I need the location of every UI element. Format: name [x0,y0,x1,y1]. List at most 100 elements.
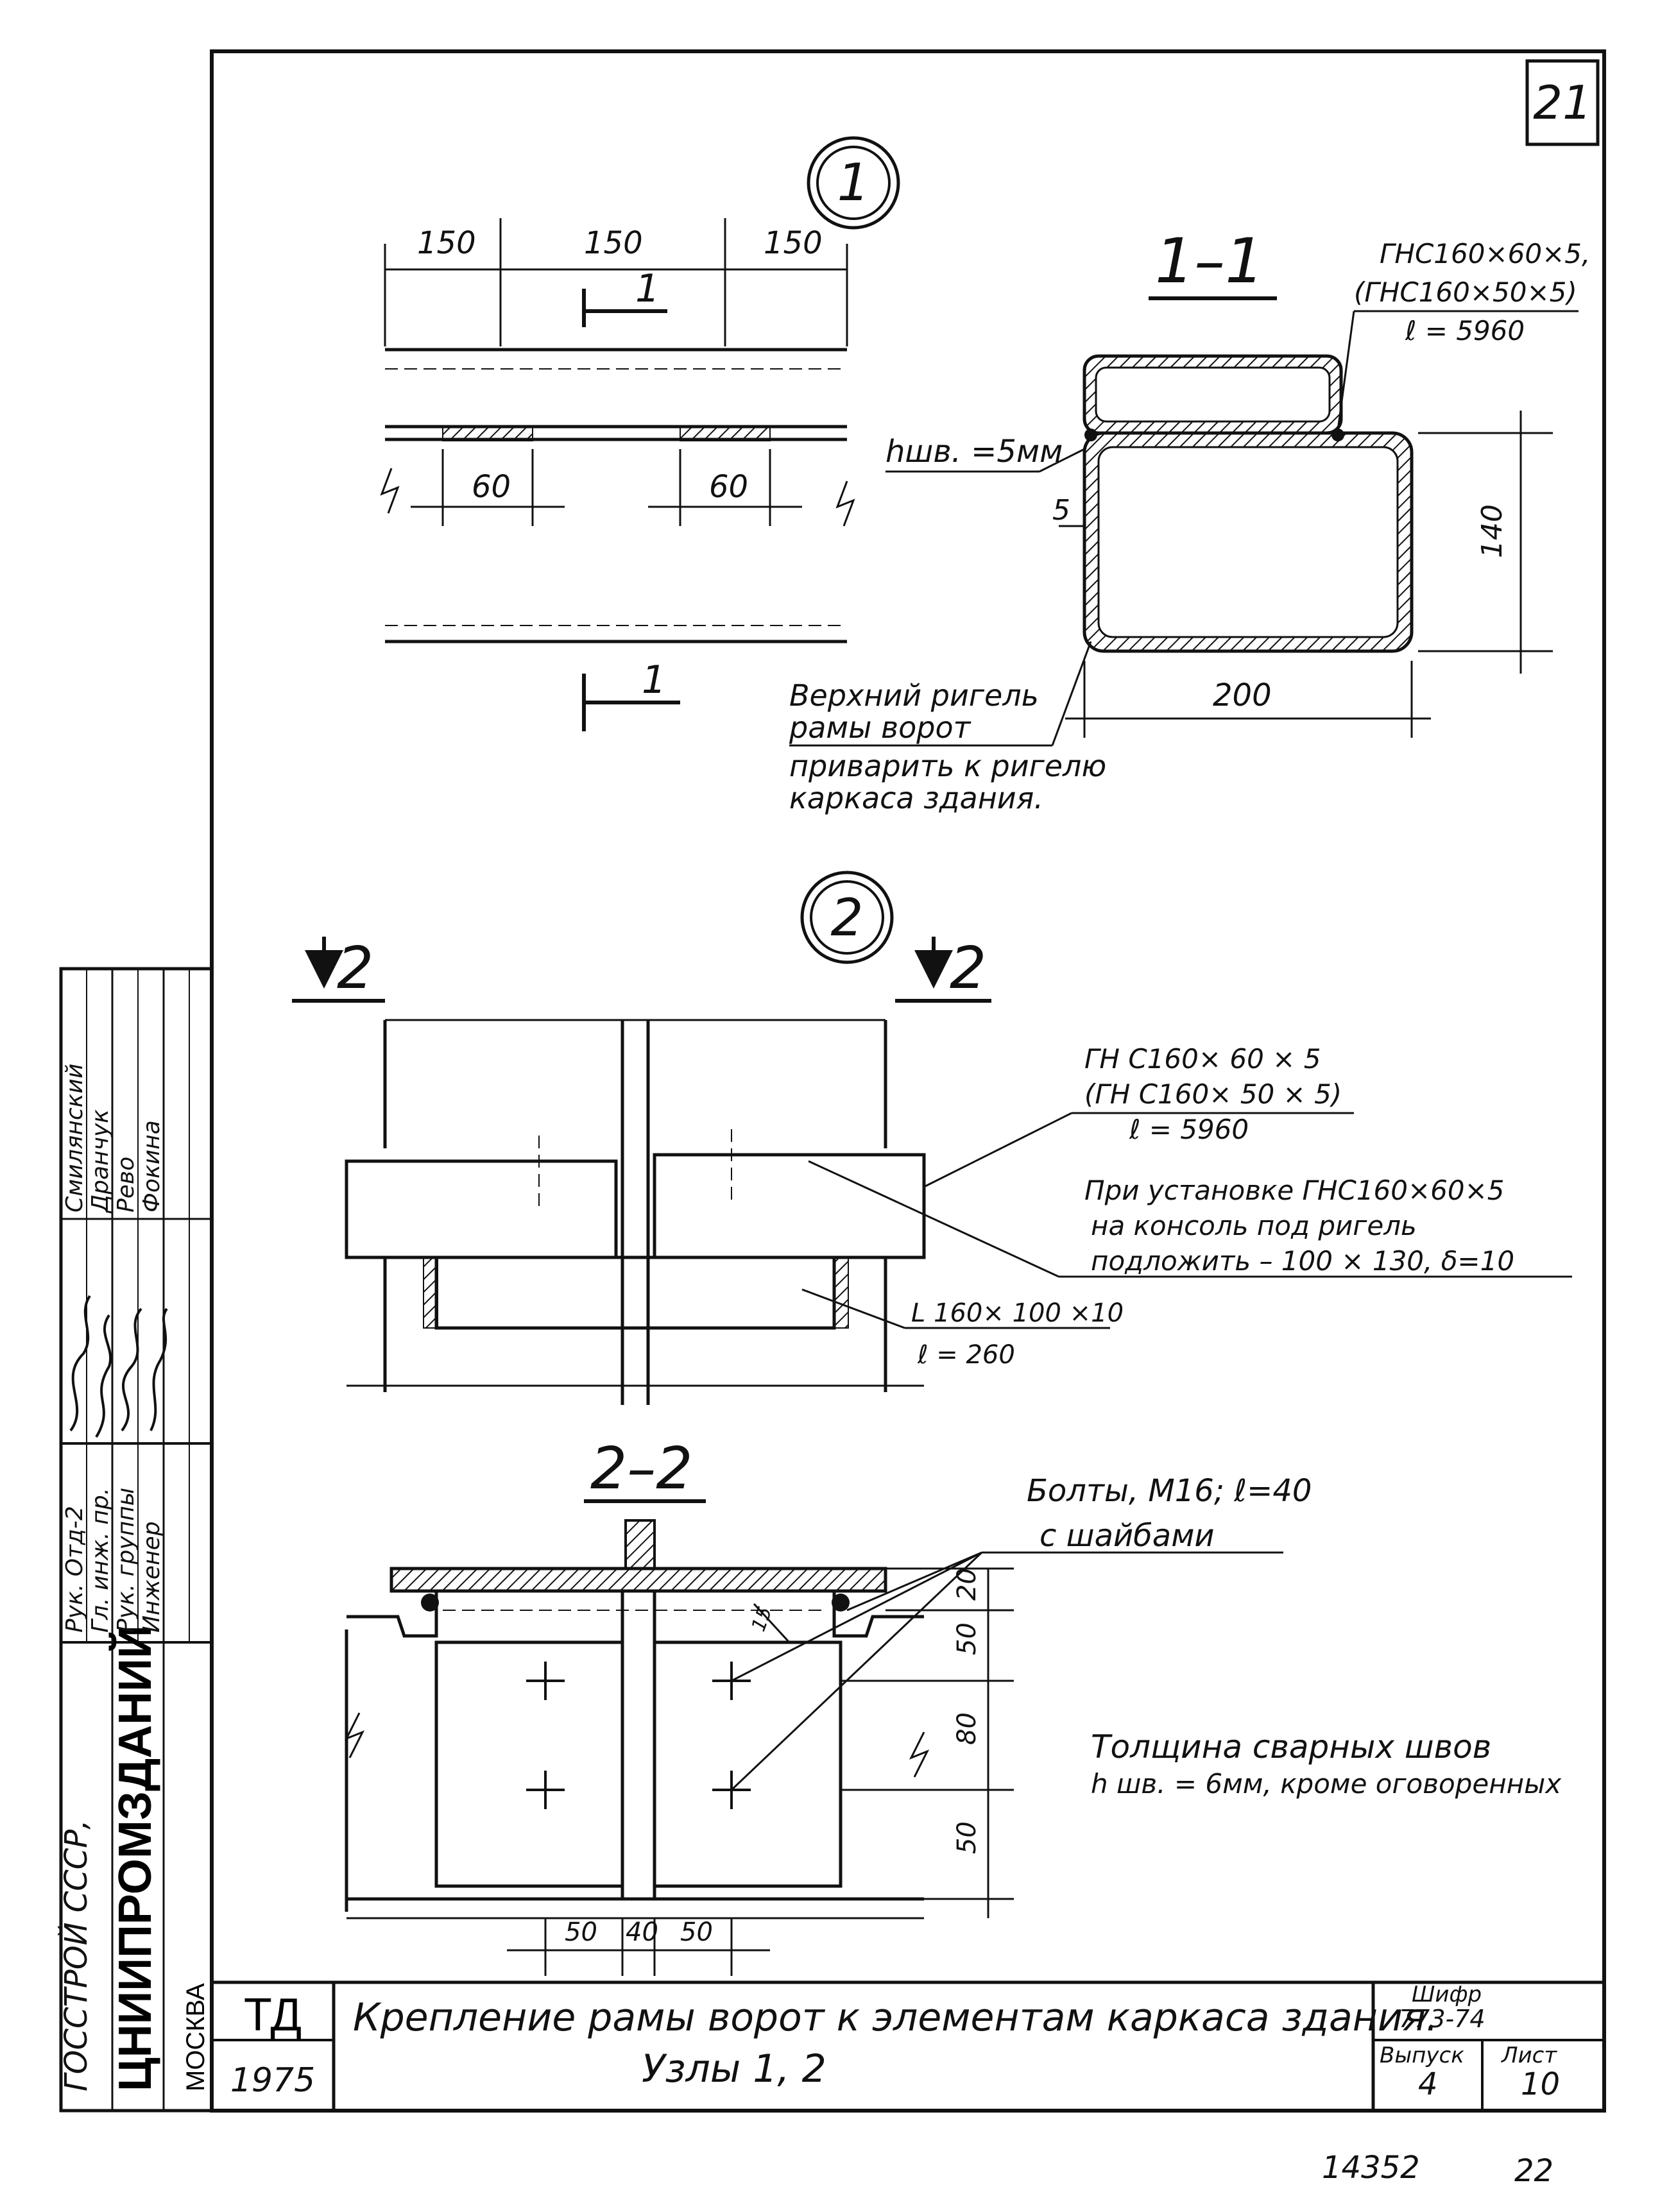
node-1-marker-label: 1 [837,153,870,212]
sheet-value: 10 [1521,2066,1560,2102]
section-2-2-top-plate [389,1567,887,1593]
issue-label: Выпуск [1380,2043,1464,2068]
sheet-number: 21 [1533,76,1592,130]
node-1-weld-right [680,426,771,441]
stamp-org-3: МОСКВА [182,1983,210,2091]
section-1-1-profile-1: ГНС160×60×5, [1380,238,1590,269]
node-1-weld-dim-right: 60 [709,469,748,505]
stamp-org-1: ГОССТРОЙ СССР, [58,1819,94,2091]
node-1: 1 150 150 150 1 [380,136,1590,815]
section-2-2-bolts-label-2: с шайбами [1040,1518,1215,1554]
section-2-2-title: 2–2 [590,1435,693,1502]
node-2: 2 2 2 ГН С160× 60 × 5 (ГН С160× [292,871,1572,1405]
stamp-name-2: Дранчук [87,1109,114,1214]
stamp-org-2: ЦНИИПРОМЗДАНИЙ [108,1625,161,2091]
node-1-cut-top-label: 1 [635,266,660,311]
section-1-1-profile-2: (ГНС160×50×5) [1354,276,1577,308]
svg-text:каркаса здания.: каркаса здания. [789,781,1043,815]
node-2-marker [800,871,894,964]
node-1-note: Верхний ригель рамы ворот приварить к ри… [789,641,1106,815]
sheet-label: Лист [1500,2043,1557,2068]
svg-text:приварить к ригелю: приварить к ригелю [789,749,1106,783]
section-2-2-dim-bottom-right: 50 [680,1918,713,1947]
section-2-2-bolts [526,1662,751,1809]
section-1-1-title: 1–1 [1155,225,1264,297]
section-1-1-profiles [1082,354,1414,653]
node-2-cut-right-label: 2 [950,935,986,1002]
node-1-beam-elevation [380,348,855,643]
section-2-2-dim-20: 20 [952,1568,982,1601]
side-stamp: ГОССТРОЙ СССР, ЦНИИПРОМЗДАНИЙ МОСКВА Рук… [58,967,214,2113]
section-1-1-dim-140-line [1418,411,1553,674]
section-2-2-dim-50-bottom: 50 [952,1821,982,1854]
node-1-dim-middle: 150 [584,225,643,261]
node-1-marker [807,136,900,230]
section-1-1-dim-200: 200 [1213,677,1272,713]
section-2-2-dim-15: 15 [748,1604,777,1635]
node-2-elevation [345,1019,926,1405]
section-2-2-bottom-dims [507,1918,770,1976]
title-line-1: Крепление рамы ворот к элементам каркаса… [353,1995,1438,2040]
section-1-1-dim-200-line [1065,661,1431,738]
cipher-value: 773-74 [1399,2005,1485,2033]
title-year: 1975 [230,2061,315,2100]
title-line-2: Узлы 1, 2 [642,2046,826,2091]
weld-thickness-note-2: h шв. = 6мм, кроме оговоренных [1091,1768,1562,1799]
page-number: 22 [1514,2153,1553,2189]
node-1-weld-dim-left: 60 [472,469,511,505]
section-2-2-bolts-label-1: Болты, М16; ℓ=40 [1027,1473,1312,1509]
section-2-2-web [624,1519,656,1570]
weld-thickness-note-1: Толщина сварных швов [1091,1728,1491,1765]
node-1-cut-bottom [582,674,680,731]
node-2-profile-1: ГН С160× 60 × 5 [1084,1043,1321,1075]
stamp-name-1: Смилянский [62,1064,88,1212]
section-2-2: 2–2 Болты, М16; ℓ=40 с шайбами [344,1435,1562,1976]
title-td: ТД [244,1989,302,2041]
section-2-2-dim-80: 80 [952,1712,982,1745]
section-2-2-dim-bottom-middle: 40 [626,1918,658,1947]
stamp-signatures [69,1295,168,1438]
node-1-top-dimensions [384,218,848,346]
section-1-1-dim-140: 140 [1476,504,1509,558]
issue-value: 4 [1418,2066,1438,2102]
node-2-install-note-2: на консоль под ригель [1091,1210,1417,1241]
section-1-1-weld-label: hшв. =5мм [886,434,1063,470]
node-2-profile-3: ℓ = 5960 [1129,1114,1249,1145]
node-1-cut-bottom-label: 1 [642,658,666,702]
node-1-weld-dimensions [411,449,802,526]
node-2-install-note-3: подложить – 100 × 130, δ=10 [1091,1245,1514,1277]
node-2-angle-2: ℓ = 260 [917,1340,1015,1370]
svg-text:рамы ворот: рамы ворот [789,710,971,745]
section-2-2-dim-50-top: 50 [952,1622,982,1655]
node-2-angle-1: L 160× 100 ×10 [911,1298,1124,1328]
sheet-number-box [1525,59,1600,146]
cipher-label: Шифр [1412,1982,1482,2007]
inventory-number: 14352 [1322,2150,1420,2186]
node-2-weld-left [423,1257,438,1329]
node-2-profile-2: (ГН С160× 50 × 5) [1084,1078,1342,1110]
section-1-1-dim-5: 5 [1052,494,1070,527]
drawing-frame [210,49,1606,2113]
node-2-cut-left-label: 2 [337,935,373,1002]
title-block: ТД 1975 Крепление рамы ворот к элементам… [212,1980,1604,2111]
stamp-role-2: Гл. инж. пр. [87,1488,114,1633]
node-2-cut-markers [292,937,991,1003]
section-2-2-body [344,1591,930,1919]
svg-text:Верхний ригель: Верхний ригель [789,678,1039,713]
stamp-name-4: Фокина [139,1120,165,1212]
node-1-dim-left: 150 [417,225,476,261]
node-2-marker-label: 2 [831,888,864,948]
stamp-role-3: Рук. группы [113,1488,139,1633]
node-1-dim-right: 150 [764,225,823,261]
node-2-install-note-1: При установке ГНС160×60×5 [1084,1175,1505,1206]
stamp-name-3: Рево [113,1157,139,1212]
section-1-1-profile-3: ℓ = 5960 [1405,315,1525,346]
stamp-role-1: Рук. Отд-2 [62,1506,88,1633]
node-2-weld-right [834,1257,849,1329]
node-1-cut-top [582,289,667,327]
node-1-weld-left [442,426,533,441]
stamp-role-4: Инженер [139,1521,165,1633]
section-2-2-vertical-dims [753,1567,1014,1918]
section-2-2-dim-bottom-left: 50 [565,1918,597,1947]
